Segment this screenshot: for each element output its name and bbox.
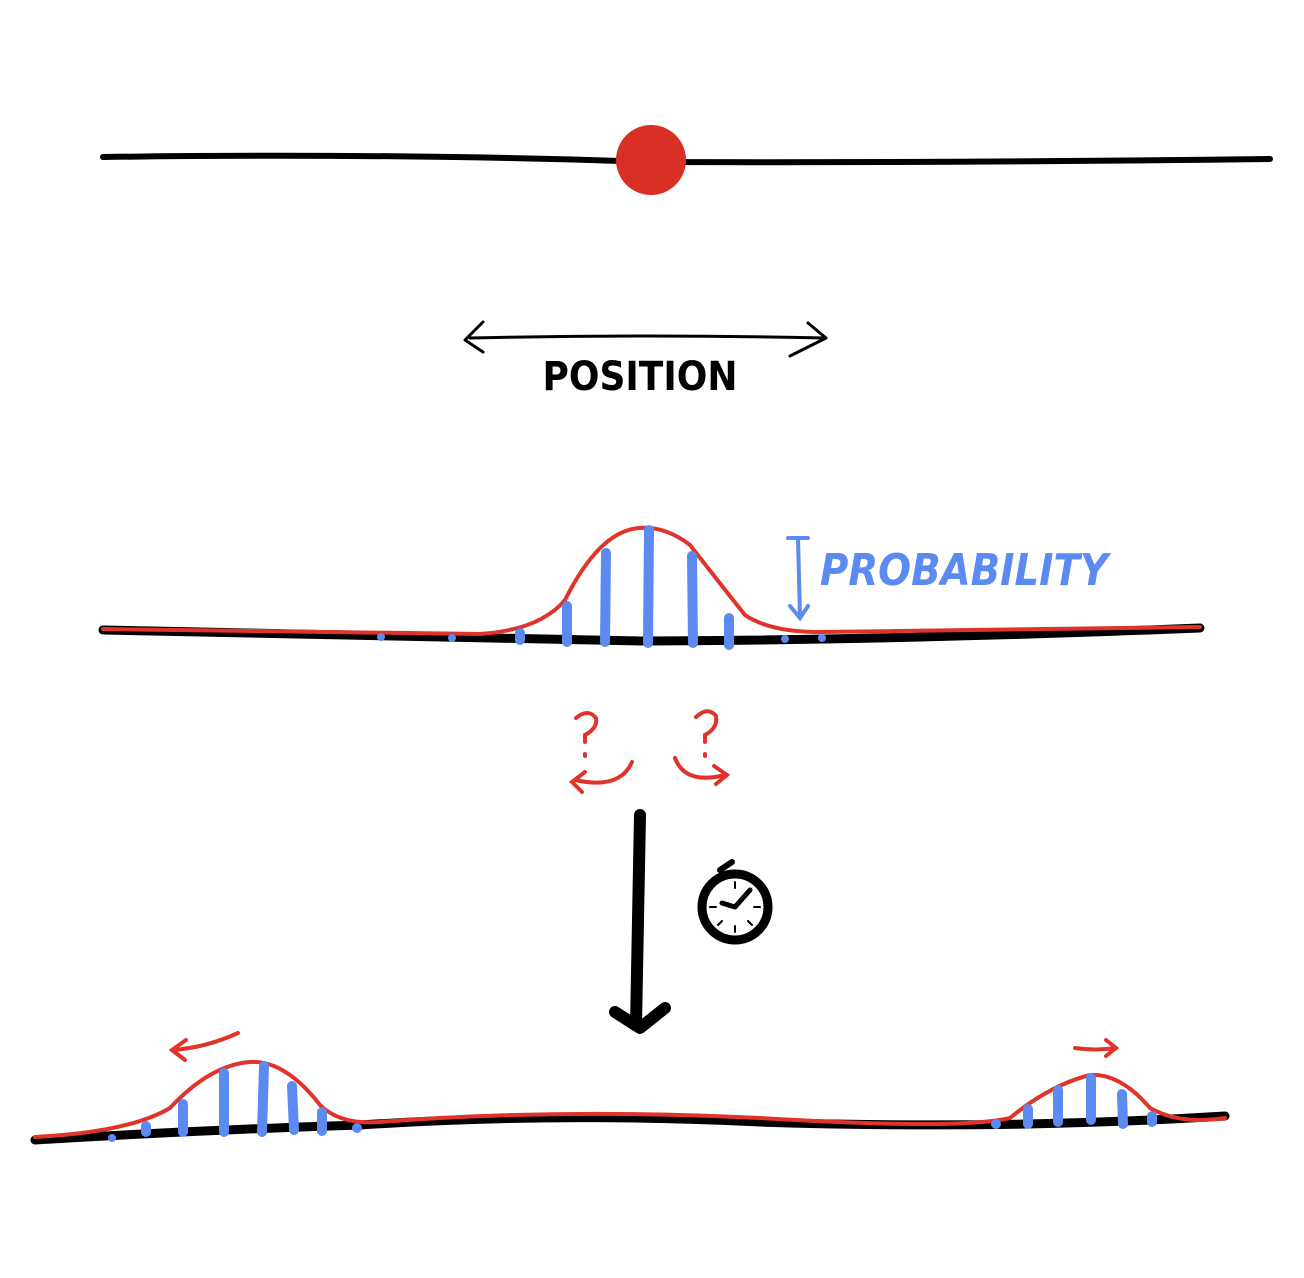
- probability-arrow-icon: [786, 536, 810, 622]
- position-axis-line: [100, 152, 1273, 166]
- probability-bars-right: [1023, 1073, 1157, 1129]
- stopwatch-icon: [697, 859, 773, 945]
- probability-dots: [377, 633, 826, 643]
- down-arrow-icon: [609, 809, 671, 1034]
- probability-bar: [643, 525, 654, 648]
- probability-bar: [257, 1061, 269, 1137]
- curved-arrow-right-icon: [673, 756, 731, 786]
- question-left-icon: [574, 711, 599, 758]
- position-indicator: POSITION: [463, 320, 828, 400]
- left-motion-arrow-icon: [168, 1031, 240, 1062]
- probability-dots: [108, 1119, 1001, 1142]
- probability-bar: [287, 1081, 299, 1135]
- probability-bars-left: [141, 1061, 327, 1137]
- probability-curve: [101, 525, 1202, 637]
- classical-particle-panel: [100, 125, 1273, 195]
- double-arrow-icon: [463, 320, 828, 358]
- spread-wavefunction-panel: [30, 1031, 1230, 1145]
- wavefunction-panel: PROBABILITY: [98, 525, 1205, 650]
- right-motion-arrow-icon: [1073, 1038, 1120, 1058]
- probability-label: PROBABILITY: [820, 545, 1112, 596]
- axis-line: [98, 623, 1205, 646]
- curved-arrow-left-icon: [568, 760, 634, 794]
- position-label: POSITION: [543, 354, 738, 400]
- particle-dot: [616, 125, 686, 195]
- question-right-icon: [694, 709, 719, 758]
- probability-bar: [1117, 1089, 1128, 1129]
- probability-bar: [687, 551, 698, 648]
- axis-line: [30, 1111, 1230, 1145]
- time-evolution: [609, 809, 773, 1034]
- probability-bar: [600, 548, 611, 647]
- probability-bars: [515, 525, 734, 650]
- uncertain-direction-marks: [568, 709, 731, 794]
